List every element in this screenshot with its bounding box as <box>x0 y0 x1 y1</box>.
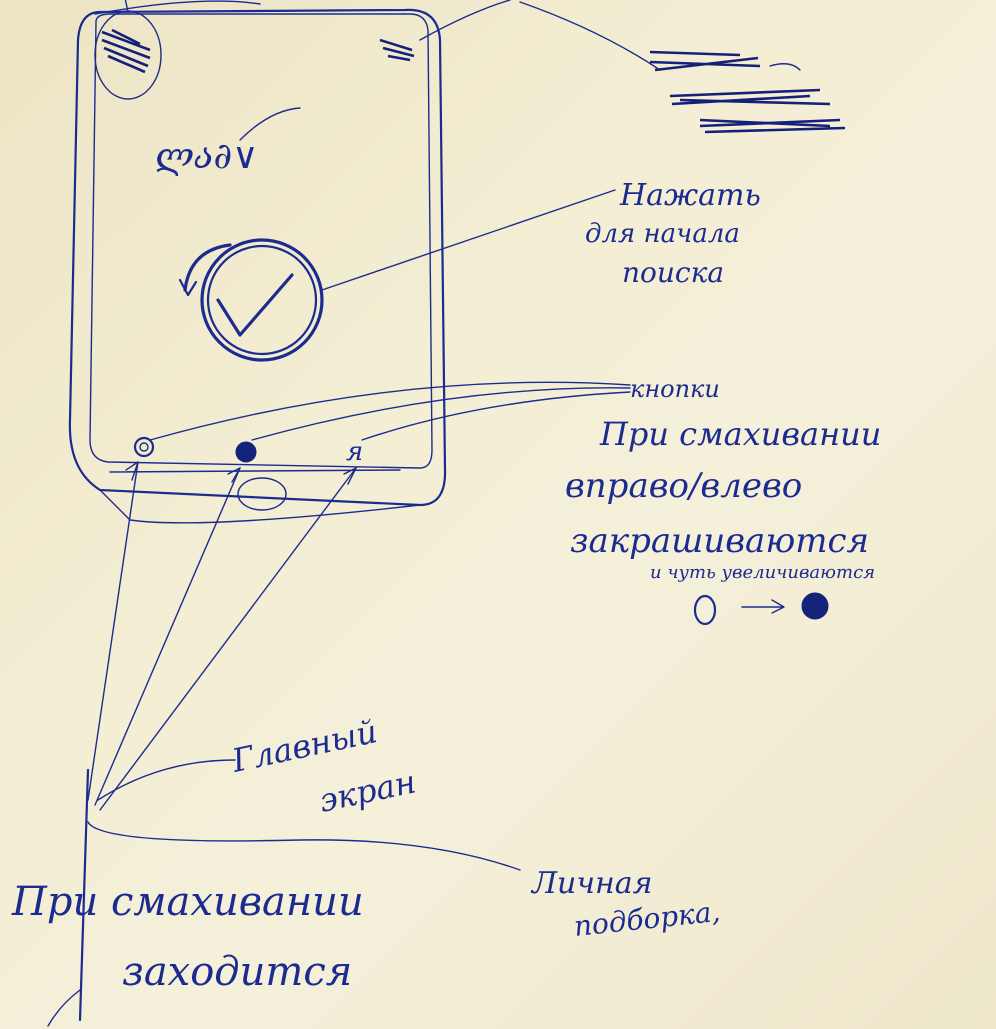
checkmark-icon <box>216 273 294 337</box>
phone-frame <box>68 8 447 524</box>
dot-state-legend <box>693 592 829 626</box>
svg-text:Нажать: Нажать <box>619 178 761 213</box>
dot-center-filled[interactable] <box>235 441 257 463</box>
home-button[interactable] <box>237 477 287 511</box>
svg-text:экран: экран <box>316 762 419 819</box>
main-screen-annotation: Главный экран <box>97 712 419 820</box>
svg-text:заходится: заходится <box>122 949 352 995</box>
dot-right-glyph[interactable]: я <box>346 437 363 467</box>
svg-text:вправо/влево: вправо/влево <box>565 466 802 506</box>
app-logo: ლა∂∨ <box>155 107 301 177</box>
top-right-speaker-icon <box>379 38 415 62</box>
dots-hint-annotation: кнопки При смахивании вправо/влево закра… <box>149 375 881 583</box>
svg-text:кнопки: кнопки <box>630 375 720 403</box>
svg-text:и чуть увеличиваются: и чуть увеличиваются <box>650 562 875 583</box>
page-indicator-dots[interactable]: я <box>133 436 363 467</box>
crossed-out-note <box>649 50 846 134</box>
svg-text:Личная: Личная <box>530 866 653 901</box>
search-start-button[interactable] <box>178 238 324 362</box>
svg-text:При смахивании: При смахивании <box>11 879 364 925</box>
svg-text:При смахивании: При смахивании <box>599 415 881 453</box>
dot-leader-lines <box>78 461 357 1022</box>
svg-text:закрашиваются: закрашиваются <box>570 521 869 561</box>
top-left-camera-icon <box>94 0 162 100</box>
svg-text:поиска: поиска <box>622 256 724 289</box>
svg-text:подборка,: подборка, <box>572 895 721 943</box>
svg-text:для начала: для начала <box>585 219 740 249</box>
dot-left[interactable] <box>133 436 155 458</box>
search-hint-annotation: Нажать для начала поиска <box>321 178 761 291</box>
svg-text:Главный: Главный <box>228 712 381 780</box>
swipe-annotation: При смахивании заходится <box>11 879 364 1027</box>
svg-text:ლა∂∨: ლა∂∨ <box>155 136 259 177</box>
